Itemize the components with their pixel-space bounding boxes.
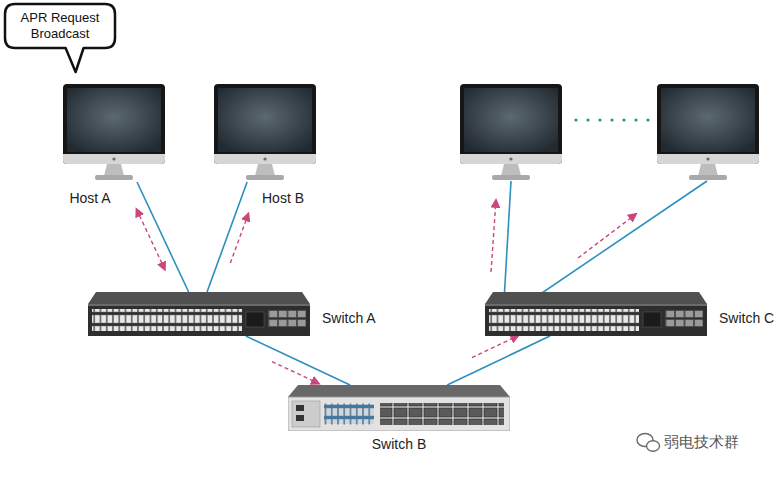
- broadcast-arrow: [136, 209, 164, 270]
- broadcast-arrow: [230, 214, 248, 264]
- network-cable: [447, 336, 550, 385]
- switch-icon: [88, 292, 310, 336]
- device-label: Switch C: [719, 310, 774, 327]
- callout-text: APR Request Broadcast: [14, 10, 106, 41]
- host-computer: Host A: [63, 84, 165, 182]
- device-label: Host A: [69, 190, 110, 207]
- cable-line: [137, 182, 189, 292]
- cable-line: [447, 336, 550, 385]
- host-computer: Host B: [214, 84, 316, 182]
- monitor-icon: [63, 84, 165, 182]
- callout-outline: [5, 4, 115, 72]
- device-label: Switch A: [322, 310, 376, 327]
- broadcast-arrow: [491, 200, 636, 272]
- switch-icon: [485, 292, 707, 336]
- network-cable: [246, 336, 350, 385]
- network-switch: Switch B: [288, 385, 510, 431]
- switch-icon: [288, 385, 510, 431]
- network-switch: Switch C: [485, 292, 707, 336]
- broadcast-arrow: [472, 336, 518, 358]
- device-label: Host B: [262, 190, 304, 207]
- network-cable: [207, 182, 248, 292]
- network-cable: [136, 182, 188, 292]
- monitor-icon: [214, 84, 316, 182]
- network-switch: Switch A: [88, 292, 310, 336]
- callout-bubble: APR Request Broadcast: [5, 4, 115, 48]
- device-label: Switch B: [372, 436, 426, 453]
- ellipsis-dots: [574, 118, 649, 121]
- broadcast-arrow: [272, 362, 319, 384]
- cable-line: [246, 336, 350, 385]
- watermark: 弱电技术群: [664, 433, 739, 452]
- monitor-icon: [657, 84, 759, 180]
- monitor-icon: [460, 84, 562, 180]
- cable-line: [207, 182, 247, 292]
- watermark-icon: [637, 434, 660, 452]
